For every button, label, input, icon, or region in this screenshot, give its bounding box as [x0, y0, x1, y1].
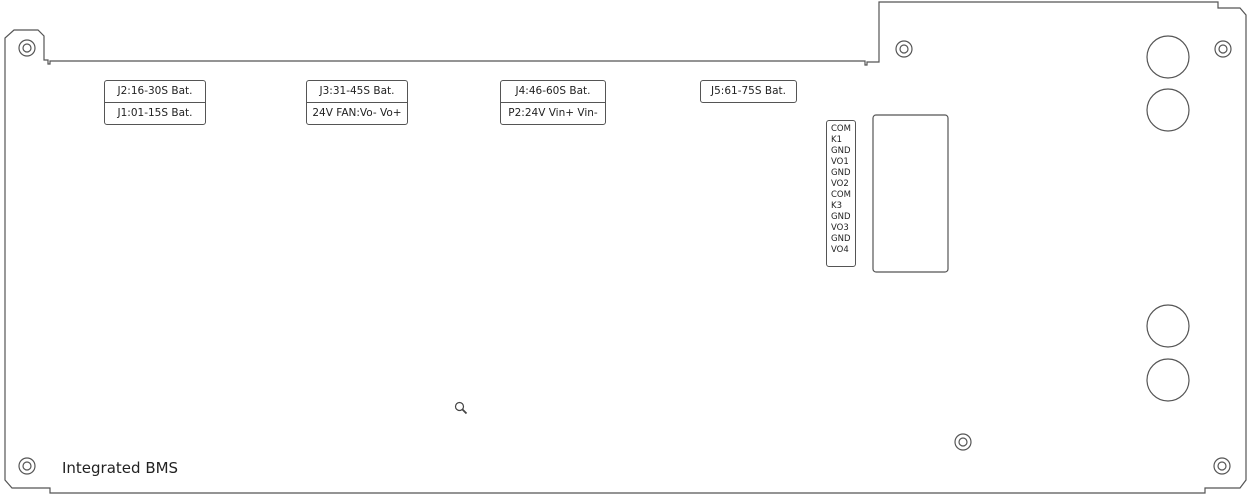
- pin-label: VO4: [831, 245, 849, 255]
- pin-label: VO3: [831, 223, 849, 233]
- large-holes: [1146, 35, 1190, 402]
- board-title: Integrated BMS: [62, 459, 179, 477]
- connector-j3-fan: J3:31-45S Bat. 24V FAN:Vo- Vo+: [306, 80, 408, 125]
- magnifier-icon[interactable]: [454, 401, 468, 418]
- connector-label: 24V FAN:Vo- Vo+: [307, 102, 407, 124]
- pin-label: GND: [831, 168, 851, 178]
- pin-label: GND: [831, 234, 851, 244]
- pin-label: GND: [831, 212, 851, 222]
- connector-label: J3:31-45S Bat.: [319, 85, 395, 97]
- pin-label: K3: [831, 201, 842, 211]
- relay-block: [872, 114, 949, 273]
- pin-label: COM: [831, 190, 851, 200]
- pin-label: COM: [831, 124, 851, 134]
- connector-j4-p2: J4:46-60S Bat. P2:24V Vin+ Vin-: [500, 80, 606, 125]
- pin-header: COM K1 GND VO1 GND VO2 COM K3 GND VO3 GN…: [826, 120, 856, 267]
- connector-label: J1:01-15S Bat.: [105, 102, 205, 124]
- connector-j5: J5:61-75S Bat.: [700, 80, 797, 103]
- connector-label: J4:46-60S Bat.: [515, 85, 591, 97]
- connector-label: J5:61-75S Bat.: [711, 85, 786, 97]
- pin-label: GND: [831, 146, 851, 156]
- connector-label: P2:24V Vin+ Vin-: [501, 102, 605, 124]
- connector-label: J2:16-30S Bat.: [117, 85, 193, 97]
- mounting-holes: [18, 39, 1232, 475]
- pin-label: VO1: [831, 157, 849, 167]
- connector-j2-j1: J2:16-30S Bat. J1:01-15S Bat.: [104, 80, 206, 125]
- pin-label: VO2: [831, 179, 849, 189]
- pin-label: K1: [831, 135, 842, 145]
